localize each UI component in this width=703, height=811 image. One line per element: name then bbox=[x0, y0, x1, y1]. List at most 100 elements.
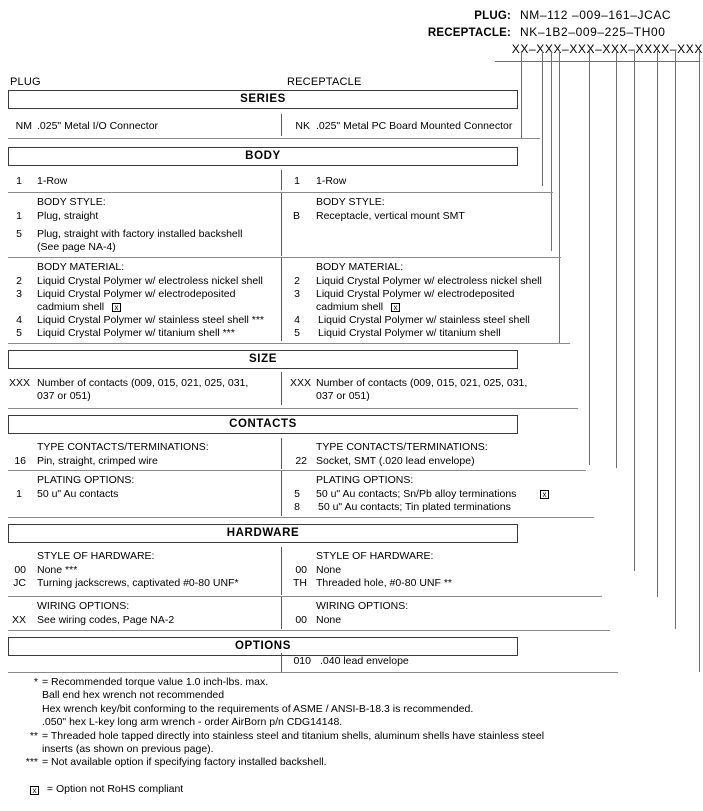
footnote-text-3-line-1: = Not available option if specifying fac… bbox=[42, 756, 327, 769]
body-row-code-receptacle: 1 bbox=[294, 175, 300, 187]
wiring-code-plug-0: XX bbox=[11, 614, 26, 626]
bracket-series bbox=[495, 61, 522, 138]
body-style-desc-plug-1: Plug, straight with factory installed ba… bbox=[37, 228, 243, 240]
hardware-style-code-plug-0: 00 bbox=[14, 564, 26, 576]
tick-mark-plating bbox=[634, 51, 635, 61]
part-number-row-template: XX–XXX–XXX–XXX–XXXX–XXX bbox=[0, 42, 703, 59]
divider-options bbox=[281, 653, 283, 672]
contacts-type-code-plug-0: 16 bbox=[14, 455, 26, 467]
tick-mark-size bbox=[589, 51, 590, 61]
body-style-heading-receptacle: BODY STYLE: bbox=[316, 196, 385, 208]
contacts-type-heading-plug: TYPE CONTACTS/TERMINATIONS: bbox=[37, 441, 209, 453]
tick-mark-body-material bbox=[559, 51, 560, 61]
part-number-header: PLUG: NM–112 –009–161–JCAC RECEPTACLE: N… bbox=[0, 8, 703, 59]
rohs-legend-row: x = Option not RoHS compliant bbox=[8, 783, 628, 796]
part-number-value-plug: NM–112 –009–161–JCAC bbox=[520, 8, 672, 22]
divider-hardware-style bbox=[281, 547, 283, 595]
bracket-body-style bbox=[543, 61, 552, 251]
footnote-double-asterisk: ** = Threaded hole tapped directly into … bbox=[8, 730, 628, 743]
bracket-body-row bbox=[521, 61, 543, 186]
section-bar-series: SERIES bbox=[8, 90, 518, 109]
body-material-code-plug-0: 2 bbox=[16, 275, 22, 287]
rule-after-body-material bbox=[8, 343, 570, 344]
body-material-desc-plug-2: cadmium shell bbox=[37, 301, 105, 313]
bracket-plating bbox=[617, 61, 635, 571]
rule-after-wiring bbox=[8, 630, 610, 631]
size-desc-receptacle-1: 037 or 051) bbox=[316, 390, 370, 402]
footnote-mark-3: *** bbox=[25, 756, 38, 769]
hardware-style-heading-receptacle: STYLE OF HARDWARE: bbox=[316, 550, 434, 562]
bracket-body-material bbox=[552, 61, 560, 344]
footnote-mark-1: * bbox=[33, 676, 38, 688]
body-style-desc-plug-0: Plug, straight bbox=[37, 210, 99, 222]
plating-code-plug-0: 1 bbox=[16, 488, 22, 500]
divider-series bbox=[281, 114, 283, 136]
contacts-type-desc-receptacle-0: Socket, SMT (.020 lead envelope) bbox=[316, 455, 475, 467]
rule-after-series bbox=[8, 138, 540, 139]
footnote-mark-2: ** bbox=[29, 729, 38, 742]
rule-after-hardware-style bbox=[8, 596, 602, 597]
body-material-code-plug-4: 5 bbox=[16, 327, 22, 339]
divider-wiring bbox=[281, 597, 283, 629]
size-code-plug-0: XXX bbox=[8, 377, 30, 389]
section-title-size: SIZE bbox=[249, 353, 277, 365]
body-row-desc-receptacle: 1-Row bbox=[316, 175, 347, 187]
body-material-desc-receptacle-3: Liquid Crystal Polymer w/ stainless stee… bbox=[318, 314, 530, 326]
body-material-code-receptacle-4: 5 bbox=[294, 327, 300, 339]
tick-mark-options bbox=[699, 51, 700, 61]
body-material-code-plug-3: 4 bbox=[16, 314, 22, 326]
divider-body-row bbox=[281, 170, 283, 190]
hardware-style-code-receptacle-1: TH bbox=[293, 577, 307, 589]
section-title-contacts: CONTACTS bbox=[229, 418, 297, 430]
divider-plating bbox=[281, 471, 283, 516]
wiring-code-receptacle-0: 00 bbox=[295, 614, 307, 626]
body-material-desc-receptacle-2: cadmium shell bbox=[316, 301, 384, 313]
plating-code-receptacle-0: 5 bbox=[294, 488, 300, 500]
footnote-text-2-line-1: = Threaded hole tapped directly into sta… bbox=[42, 729, 545, 742]
divider-contacts-type bbox=[281, 438, 283, 469]
rule-after-contacts-type bbox=[8, 470, 586, 471]
bracket-size bbox=[560, 61, 590, 465]
part-number-row-receptacle: RECEPTACLE: NK–1B2–009–225–TH00 bbox=[0, 25, 703, 42]
wiring-heading-plug: WIRING OPTIONS: bbox=[37, 600, 130, 612]
contacts-type-desc-plug-0: Pin, straight, crimped wire bbox=[37, 455, 158, 467]
options-code-receptacle-0: 010 bbox=[293, 655, 311, 667]
hardware-style-code-receptacle-0: 00 bbox=[295, 564, 307, 576]
body-material-code-receptacle-3: 4 bbox=[294, 314, 300, 326]
rule-after-body-style bbox=[8, 257, 561, 258]
footnotes-block: * = Recommended torque value 1.0 inch-lb… bbox=[8, 676, 628, 796]
footnote-text-1-line-3: Hex wrench key/bit conforming to the req… bbox=[42, 702, 474, 715]
part-number-label-plug: PLUG: bbox=[474, 10, 511, 22]
tick-mark-body-row bbox=[542, 51, 543, 61]
series-desc-plug: .025" Metal I/O Connector bbox=[37, 120, 159, 132]
hardware-style-desc-receptacle-1: Threaded hole, #0-80 UNF ** bbox=[316, 577, 452, 589]
footnote-text-1-line-1: = Recommended torque value 1.0 inch-lbs.… bbox=[42, 676, 269, 688]
rohs-icon-legend: x bbox=[30, 785, 39, 795]
series-desc-receptacle: .025" Metal PC Board Mounted Connector bbox=[316, 120, 513, 132]
body-material-desc-receptacle-4: Liquid Crystal Polymer w/ titanium shell bbox=[318, 327, 501, 339]
footnote-single-asterisk: * = Recommended torque value 1.0 inch-lb… bbox=[8, 676, 628, 689]
body-style-desc-plug-2: (See page NA-4) bbox=[37, 241, 116, 253]
hardware-style-heading-plug: STYLE OF HARDWARE: bbox=[37, 550, 155, 562]
tick-mark-hardware bbox=[657, 51, 658, 61]
wiring-desc-receptacle-0: None bbox=[316, 614, 342, 626]
body-style-heading-plug: BODY STYLE: bbox=[37, 196, 106, 208]
body-material-heading-receptacle: BODY MATERIAL: bbox=[316, 261, 404, 273]
section-title-hardware: HARDWARE bbox=[226, 527, 300, 539]
bracket-wiring bbox=[658, 61, 676, 629]
section-title-series: SERIES bbox=[240, 93, 286, 105]
options-desc-receptacle-0: .040 lead envelope bbox=[320, 655, 409, 667]
body-row-desc-plug: 1-Row bbox=[37, 175, 68, 187]
rule-after-plating bbox=[8, 517, 594, 518]
wiring-desc-plug-0: See wiring codes, Page NA-2 bbox=[37, 614, 175, 626]
rule-after-size bbox=[8, 408, 578, 409]
plating-code-receptacle-1: 8 bbox=[294, 501, 300, 513]
plating-heading-plug: PLATING OPTIONS: bbox=[37, 474, 135, 486]
body-material-heading-plug: BODY MATERIAL: bbox=[37, 261, 125, 273]
wiring-heading-receptacle: WIRING OPTIONS: bbox=[316, 600, 409, 612]
section-title-body: BODY bbox=[245, 150, 281, 162]
section-bar-body: BODY bbox=[8, 147, 518, 166]
divider-body-style bbox=[281, 193, 283, 256]
body-style-desc-receptacle-0: Receptacle, vertical mount SMT bbox=[316, 210, 465, 222]
